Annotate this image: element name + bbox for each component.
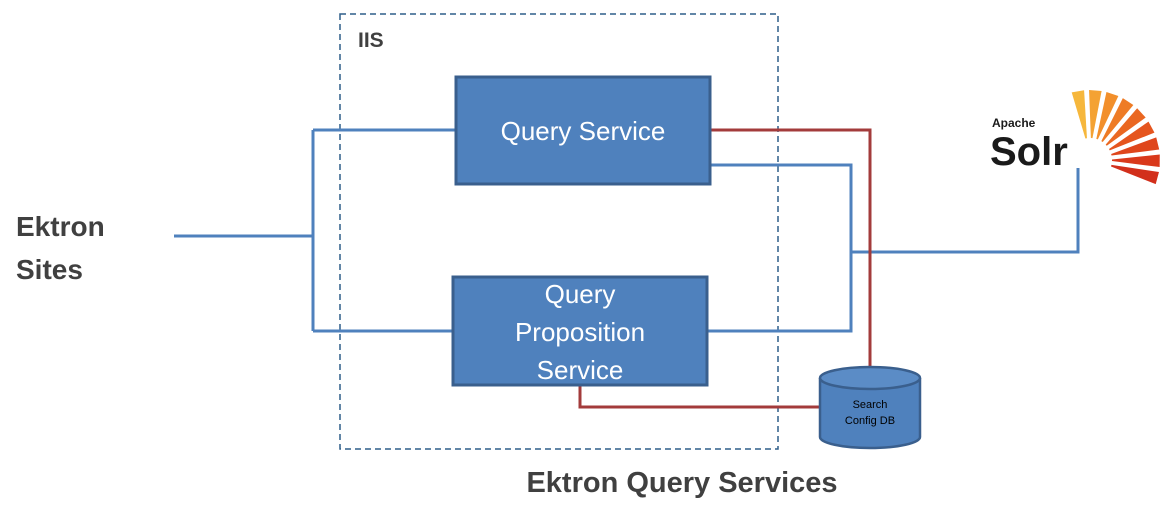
apache-solr-logo: Apache Solr [990, 90, 1160, 185]
query-proposition-service-label-line-3: Service [537, 355, 624, 385]
db-connector-group [578, 128, 872, 409]
query-proposition-service-label-line-1: Query [545, 279, 616, 309]
query-service-box [454, 75, 712, 186]
solr-ray [1101, 98, 1134, 143]
solr-ray [1071, 90, 1087, 139]
ektron-sites-node: Ektron Sites [16, 211, 105, 285]
solr-ray [1109, 121, 1155, 151]
query-proposition-service-box [451, 275, 709, 387]
search-config-db-node: Search Config DB [818, 365, 922, 450]
bus-to-solr-connector [851, 168, 1080, 254]
db-label-line-1: Search [853, 399, 888, 411]
solr-ray [1096, 91, 1119, 140]
query-proposition-service-label-line-2: Proposition [515, 317, 645, 347]
query-service-label: Query Service [501, 116, 666, 146]
query-proposition-service-node: Query Proposition Service [451, 275, 709, 387]
ektron-sites-label-line-1: Ektron [16, 211, 105, 242]
solr-ray [1111, 154, 1160, 168]
sites-connector-group [174, 128, 456, 333]
query-service-node: Query Service [454, 75, 712, 186]
solr-ray [1105, 108, 1146, 146]
iis-container [339, 13, 779, 450]
solr-connector-group [707, 163, 1080, 333]
solr-logo-small-text: Apache [992, 116, 1036, 130]
solr-ray [1089, 90, 1102, 139]
db-label-line-2: Config DB [845, 415, 895, 427]
solr-ray [1111, 137, 1160, 156]
solr-ray [1111, 164, 1159, 185]
proposition-service-to-solr-connector [707, 252, 853, 333]
diagram-caption: Ektron Query Services [526, 467, 837, 499]
database-icon [818, 365, 922, 450]
solr-logo-big-text: Solr [990, 130, 1068, 174]
ektron-sites-label-line-2: Sites [16, 254, 83, 285]
iis-label: IIS [358, 29, 384, 52]
query-service-to-solr-connector [710, 163, 853, 252]
query-service-to-db-connector [710, 128, 872, 370]
solr-sunburst-icon [1071, 90, 1160, 185]
proposition-service-to-db-connector [578, 385, 822, 409]
